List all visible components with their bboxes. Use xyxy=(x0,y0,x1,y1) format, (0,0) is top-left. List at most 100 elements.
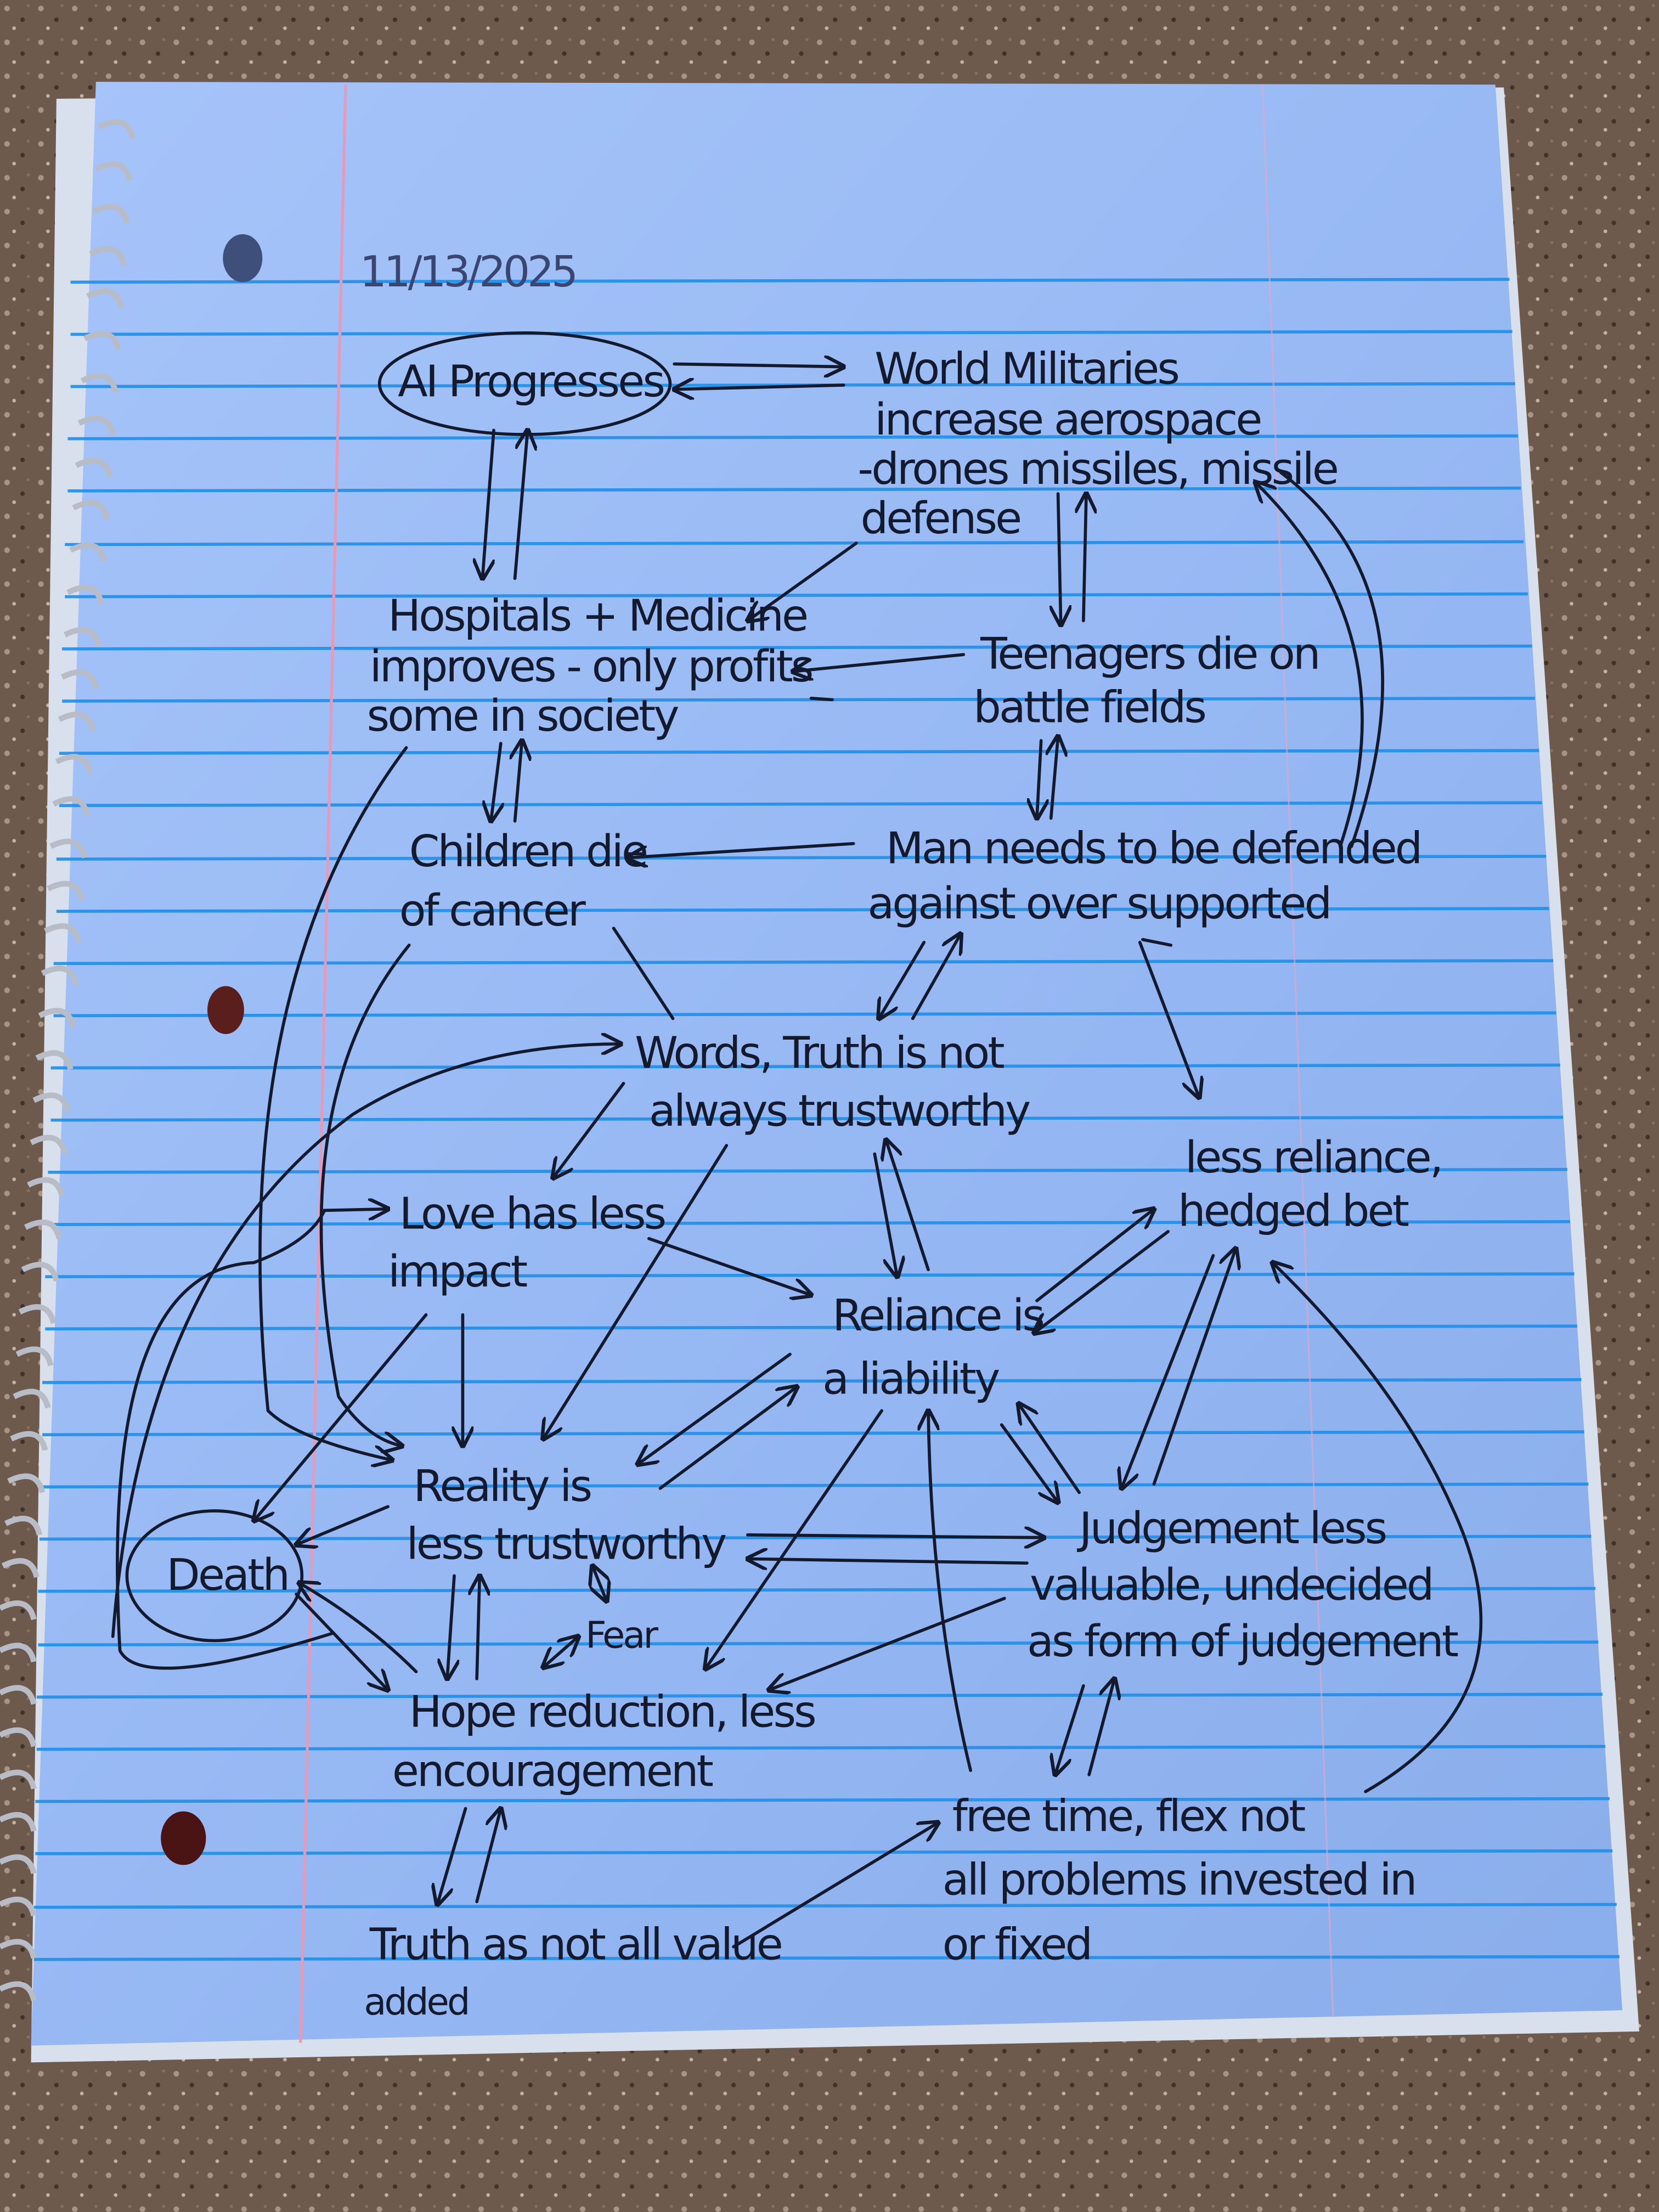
node-text-line: Hope reduction, less xyxy=(409,1686,815,1737)
arrow xyxy=(1121,1254,1215,1488)
node-text-line: -drones missiles, missile xyxy=(857,443,1337,494)
node-text-line: Teenagers die on xyxy=(980,628,1319,679)
arrow xyxy=(1272,1262,1483,1793)
arrow xyxy=(732,1822,938,1949)
node-text-line: Judgement less xyxy=(1076,1503,1386,1554)
arrow xyxy=(706,1409,883,1669)
node-text-line: battle fields xyxy=(973,682,1205,733)
node-text-line: improves - only profits xyxy=(370,641,812,692)
arrow xyxy=(1000,1423,1058,1502)
node-teenagers: Teenagers die on battle fields xyxy=(973,628,1321,733)
node-ai-progresses: AI Progresses xyxy=(398,356,663,407)
arrow xyxy=(628,842,855,858)
arrow xyxy=(553,1082,625,1178)
arrow xyxy=(437,1807,467,1905)
node-text-line: a liability xyxy=(822,1353,999,1404)
ruled-lines xyxy=(33,278,1620,1961)
node-text-line: some in society xyxy=(367,690,679,741)
node-text-line: always trustworthy xyxy=(649,1085,1030,1136)
arrow xyxy=(515,741,522,823)
right-margin-line xyxy=(1261,84,1334,2018)
arrow xyxy=(1138,940,1199,1098)
arrow xyxy=(748,1559,1029,1563)
arrow xyxy=(769,1596,1006,1690)
arrow xyxy=(1035,1209,1154,1302)
margin-line xyxy=(299,84,347,2043)
node-hospitals: Hospitals + Medicine improves - only pro… xyxy=(367,590,814,741)
arrow xyxy=(673,364,844,366)
node-text-line: defense xyxy=(861,493,1020,544)
arrow xyxy=(873,1152,897,1277)
node-death: Death xyxy=(166,1549,288,1600)
arrow xyxy=(543,1144,729,1439)
arrow xyxy=(543,1637,578,1668)
arrow xyxy=(482,428,495,578)
node-text-line: Hospitals + Medicine xyxy=(388,590,806,641)
arrow xyxy=(111,1044,621,1638)
arrow xyxy=(928,1410,972,1772)
arrow xyxy=(319,944,411,1446)
node-text-line: Words, Truth is not xyxy=(635,1028,1004,1079)
node-text-line: Reality is xyxy=(413,1460,590,1511)
arrow xyxy=(254,1313,428,1521)
node-text-line: Reliance is xyxy=(832,1290,1043,1341)
node-text-line: against over supported xyxy=(867,878,1330,929)
node-text-line: as form of judgement xyxy=(1027,1616,1458,1667)
node-hope: Hope reduction, less encouragement xyxy=(392,1686,817,1796)
date-label: 11/13/2025 xyxy=(360,247,575,297)
node-text-line: valuable, undecided xyxy=(1030,1559,1432,1610)
arrow xyxy=(491,742,501,821)
arrow xyxy=(637,1352,792,1465)
node-love: Love has less impact xyxy=(388,1188,667,1297)
node-text-line: Truth as not all value xyxy=(369,1919,781,1970)
arrow xyxy=(477,1576,479,1680)
arrow xyxy=(674,385,845,390)
arrow xyxy=(647,1237,811,1295)
node-text-line: less trustworthy xyxy=(407,1518,726,1569)
node-text-line: of cancer xyxy=(399,885,586,936)
node-text-line: Love has less xyxy=(399,1188,665,1239)
arrow xyxy=(1058,492,1061,625)
arrow xyxy=(513,430,528,580)
arrow xyxy=(911,934,961,1020)
arrow xyxy=(592,1566,607,1601)
arrow xyxy=(879,940,926,1019)
arrow xyxy=(1256,482,1364,848)
curve xyxy=(1279,471,1385,848)
punch-holes xyxy=(161,234,263,1865)
arrow xyxy=(299,1583,418,1673)
node-text-line: encouragement xyxy=(392,1745,713,1796)
arrow xyxy=(447,1574,454,1679)
node-less-reliance: less reliance, hedged bet xyxy=(1178,1132,1443,1237)
arrow xyxy=(748,541,858,620)
arrow xyxy=(296,1505,390,1544)
node-text-line: all problems invested in xyxy=(943,1854,1415,1905)
node-text-line: less reliance, xyxy=(1185,1132,1441,1183)
node-children: Children die of cancer xyxy=(399,826,648,936)
arrow xyxy=(658,1387,797,1490)
node-reliance-liability: Reliance is a liability xyxy=(822,1290,1045,1404)
arrow xyxy=(1152,1249,1235,1486)
arrow xyxy=(1051,736,1058,820)
dash-mark xyxy=(809,697,834,702)
arrow xyxy=(116,1209,388,1670)
node-world-militaries: World Militaries increase aerospace -dro… xyxy=(857,343,1339,544)
node-text-line: increase aerospace xyxy=(874,394,1260,445)
arrow xyxy=(258,746,408,1460)
arrow xyxy=(793,653,966,672)
arrow xyxy=(1141,938,1173,947)
node-judgement: Judgement less valuable, undecided as fo… xyxy=(1027,1503,1460,1667)
node-words-truth: Words, Truth is not always trustworthy xyxy=(635,1028,1032,1136)
arrow xyxy=(886,1140,930,1272)
arrow xyxy=(475,1809,501,1904)
node-reality: Reality is less trustworthy xyxy=(407,1460,728,1569)
arrows xyxy=(111,364,1483,1949)
arrow xyxy=(1084,494,1086,623)
arrow xyxy=(1037,739,1041,818)
node-text-line: added xyxy=(364,1980,468,2023)
node-free-time: free time, flex not all problems investe… xyxy=(943,1791,1418,1970)
node-fear: Fear xyxy=(585,1613,658,1656)
node-text-line: impact xyxy=(388,1246,527,1297)
node-text-line: World Militaries xyxy=(874,343,1178,394)
